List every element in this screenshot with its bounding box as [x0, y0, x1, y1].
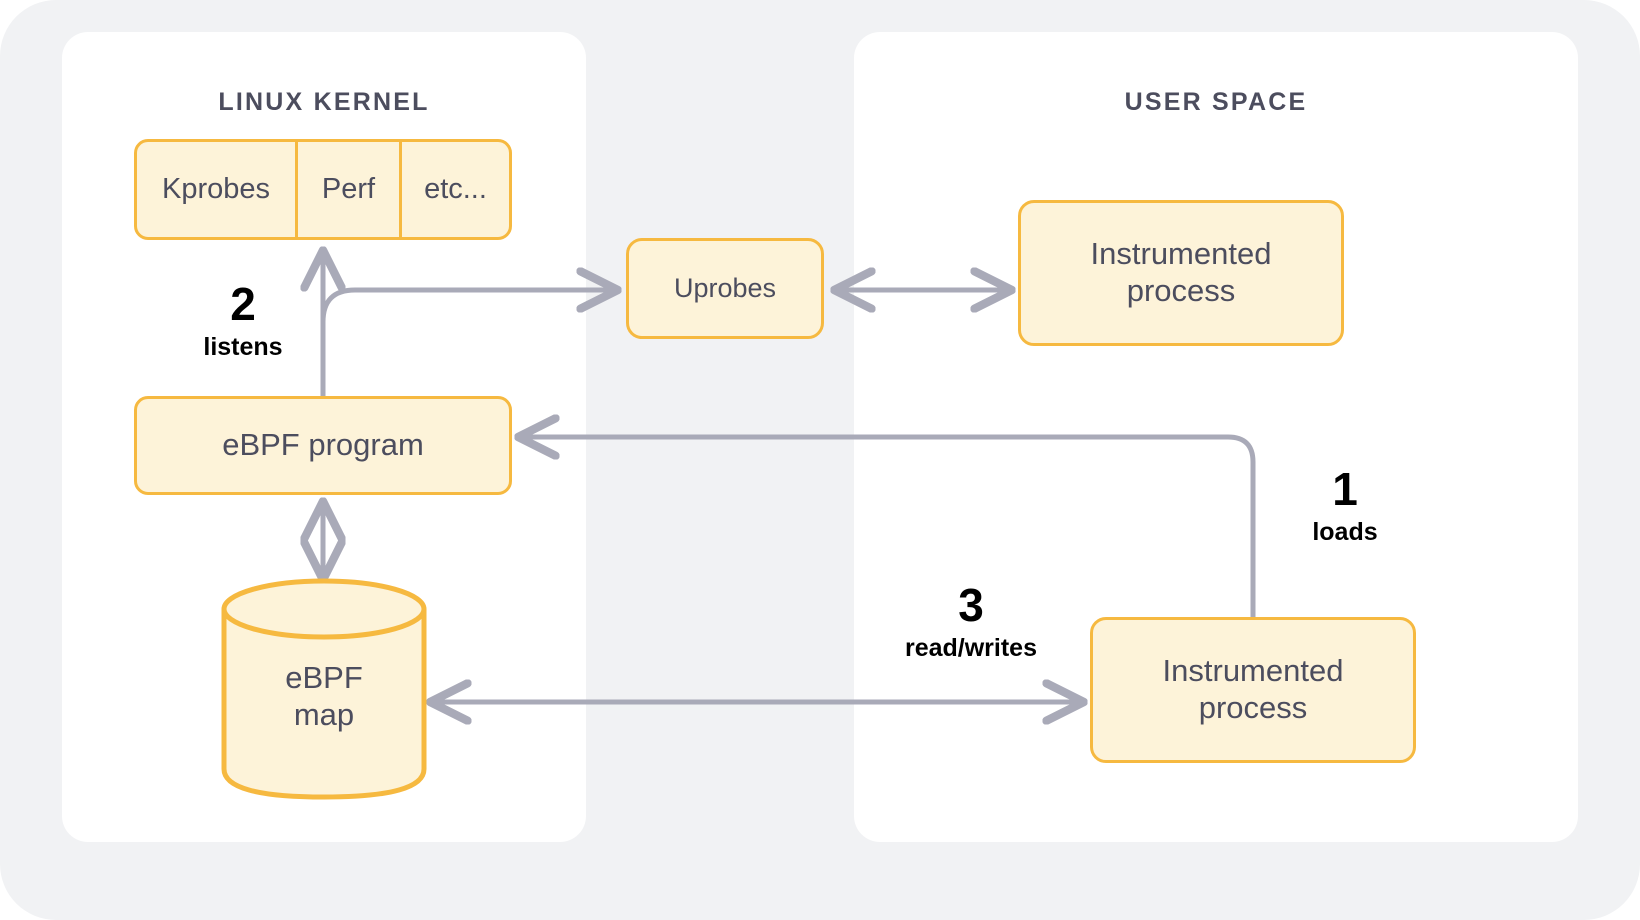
cylinder-shape — [221, 578, 427, 800]
node-ebpf-program[interactable]: eBPF program — [134, 396, 512, 495]
step-3-number: 3 — [958, 579, 984, 631]
node-uprobes[interactable]: Uprobes — [626, 238, 824, 339]
step-1-number: 1 — [1332, 463, 1358, 515]
panel-title-user-space: USER SPACE — [1124, 88, 1308, 116]
step-2-caption: listens — [203, 333, 283, 361]
wire-loads — [520, 437, 1256, 620]
instrumented-process-bottom-line1: Instrumented — [1162, 653, 1344, 689]
step-annotation-3: 3 read/writes — [878, 582, 1064, 661]
instrumented-process-top-line1: Instrumented — [1090, 236, 1272, 272]
step-1-caption: loads — [1312, 518, 1378, 546]
node-ebpf-map[interactable]: eBPF map — [221, 578, 427, 800]
instrumented-process-bottom-line2: process — [1198, 690, 1308, 725]
step-annotation-2: 2 listens — [190, 281, 296, 360]
step-3-caption: read/writes — [904, 634, 1037, 662]
node-instrumented-process-bottom[interactable]: Instrumented process — [1090, 617, 1416, 763]
probe-row: Kprobes Perf etc... — [134, 139, 512, 240]
probe-cell-etc[interactable]: etc... — [399, 142, 509, 237]
step-annotation-1: 1 loads — [1262, 466, 1428, 545]
instrumented-process-top-line2: process — [1126, 273, 1236, 308]
step-2-number: 2 — [230, 278, 256, 330]
ebpf-map-label: eBPF map — [221, 578, 427, 800]
probe-cell-kprobes[interactable]: Kprobes — [161, 173, 270, 205]
ebpf-map-label-line2: map — [293, 697, 355, 732]
panel-title-linux-kernel: LINUX KERNEL — [218, 88, 430, 116]
node-instrumented-process-top[interactable]: Instrumented process — [1018, 200, 1344, 346]
wire-uprobes-to-kernel — [320, 287, 617, 399]
probe-cell-perf[interactable]: Perf — [295, 142, 399, 237]
ebpf-map-label-line1: eBPF — [285, 659, 363, 695]
